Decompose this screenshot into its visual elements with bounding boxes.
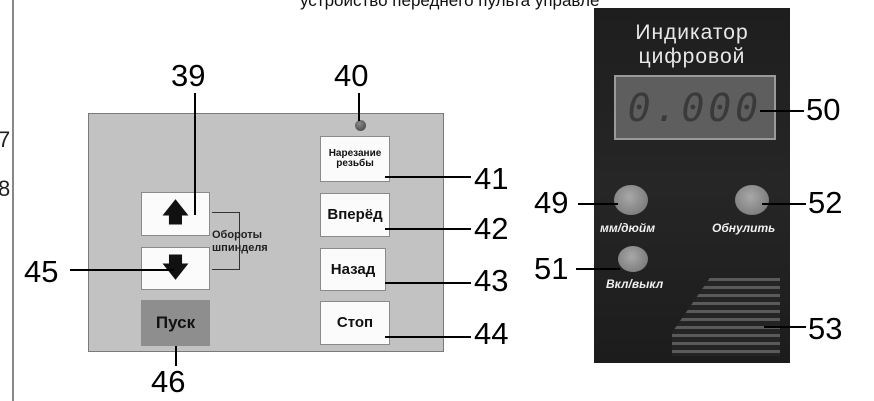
threading-label-line1: Нарезание bbox=[328, 147, 382, 159]
leader-40 bbox=[358, 93, 360, 121]
threading-label-line2: резьбы bbox=[336, 158, 374, 169]
edge-number-8: 8 bbox=[0, 176, 11, 201]
callout-44: 44 bbox=[474, 316, 509, 351]
bracket-bottom bbox=[212, 269, 240, 270]
callout-40: 40 bbox=[334, 58, 369, 93]
spindle-label-line2: шпинделя bbox=[212, 242, 268, 254]
leader-41 bbox=[385, 176, 471, 178]
spindle-speed-label: Обороты шпинделя bbox=[212, 229, 268, 255]
bracket-vertical bbox=[239, 212, 240, 270]
mm-inch-label: мм/дюйм bbox=[600, 221, 656, 235]
leader-46 bbox=[175, 346, 177, 366]
leader-50 bbox=[760, 110, 804, 112]
threading-button[interactable]: Нарезание резьбы bbox=[320, 136, 390, 182]
power-button[interactable] bbox=[618, 246, 648, 272]
spindle-speed-down-button[interactable]: 🡇 bbox=[141, 247, 210, 290]
reset-button[interactable] bbox=[735, 185, 769, 215]
stop-button[interactable]: Стоп bbox=[320, 301, 390, 345]
edge-number-7: 7 bbox=[0, 127, 11, 152]
power-label: Вкл/выкл bbox=[606, 277, 664, 291]
reset-label: Обнулить bbox=[712, 221, 776, 235]
callout-43: 43 bbox=[474, 263, 509, 298]
left-divider bbox=[12, 0, 14, 401]
leader-53 bbox=[764, 326, 806, 328]
callout-39: 39 bbox=[171, 58, 206, 93]
leader-51 bbox=[576, 268, 620, 270]
mm-inch-button[interactable] bbox=[614, 185, 648, 215]
leader-52 bbox=[762, 203, 806, 205]
indicator-title-line2: цифровой bbox=[638, 45, 746, 68]
indicator-title-line1: Индикатор bbox=[635, 21, 749, 44]
spindle-speed-up-button[interactable]: 🡅 bbox=[141, 192, 210, 236]
leader-42 bbox=[385, 228, 471, 230]
up-arrow-icon: 🡅 bbox=[162, 198, 189, 229]
callout-51: 51 bbox=[534, 251, 569, 286]
indicator-lamp bbox=[355, 120, 366, 131]
bracket-top bbox=[212, 212, 240, 213]
callout-45: 45 bbox=[24, 254, 59, 289]
callout-53: 53 bbox=[808, 311, 843, 346]
indicator-display: 0.000 bbox=[614, 75, 776, 140]
start-button[interactable]: Пуск bbox=[141, 300, 210, 346]
callout-46: 46 bbox=[151, 364, 186, 399]
forward-button[interactable]: Вперёд bbox=[320, 193, 390, 237]
top-caption: устройство переднего пульта управления bbox=[300, 0, 600, 10]
callout-52: 52 bbox=[808, 185, 843, 220]
down-arrow-icon: 🡇 bbox=[162, 252, 189, 283]
leader-45 bbox=[70, 269, 174, 271]
leader-43 bbox=[385, 282, 471, 284]
callout-42: 42 bbox=[474, 211, 509, 246]
leader-39 bbox=[194, 93, 196, 215]
leader-44 bbox=[385, 336, 471, 338]
callout-41: 41 bbox=[474, 161, 509, 196]
callout-49: 49 bbox=[534, 185, 569, 220]
spindle-label-line1: Обороты bbox=[212, 229, 263, 241]
callout-50: 50 bbox=[806, 92, 841, 127]
leader-49 bbox=[578, 203, 618, 205]
back-button[interactable]: Назад bbox=[320, 248, 386, 291]
